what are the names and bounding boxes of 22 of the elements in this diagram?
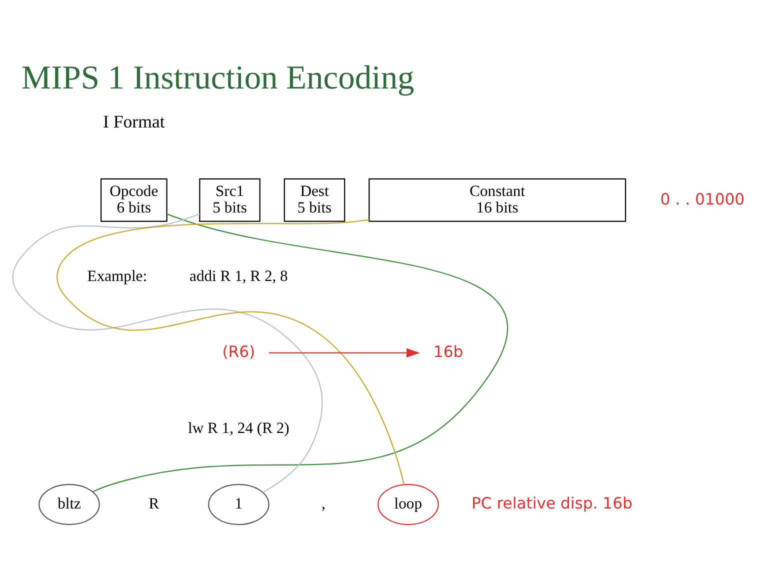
label: PC relative disp. 16b <box>471 494 632 512</box>
node-ellipse: bltz <box>38 483 100 525</box>
label: lw R 1, 24 (R 2) <box>188 419 290 436</box>
label: , <box>321 495 326 512</box>
connector <box>12 212 323 492</box>
node-text: 16b <box>433 342 464 360</box>
arrow <box>269 348 420 358</box>
connector <box>56 218 405 484</box>
node-text: (R6) <box>222 342 256 360</box>
node-ellipse: loop <box>378 483 439 525</box>
label: Example: <box>87 268 148 285</box>
node-ellipse: 1 <box>208 483 270 525</box>
diagram-title: MIPS 1 Instruction Encoding <box>21 59 414 96</box>
node-box: Dest 5 bits <box>284 178 346 222</box>
label: R <box>148 495 160 512</box>
node-box: Opcode 6 bits <box>100 178 168 222</box>
label: I Format <box>102 110 165 131</box>
label: 0 . . 01000 <box>660 190 745 208</box>
label: addi R 1, R 2, 8 <box>190 268 288 285</box>
connector <box>92 213 508 492</box>
node-box: Constant 16 bits <box>368 178 626 222</box>
node-box: Src1 5 bits <box>199 178 260 222</box>
